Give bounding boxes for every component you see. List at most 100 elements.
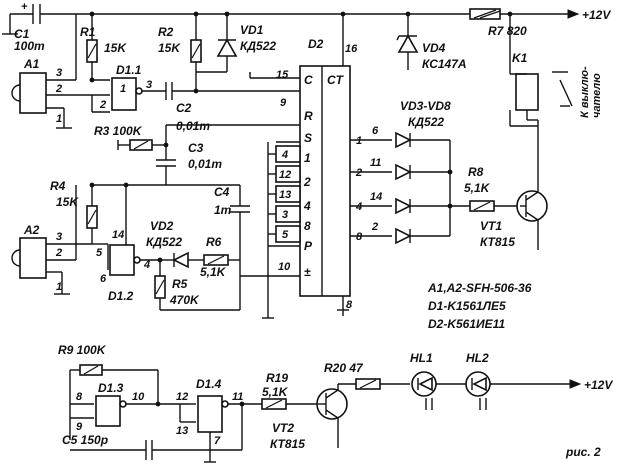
figure-label: рис. 2 xyxy=(565,445,601,459)
svg-text:1: 1 xyxy=(356,135,362,147)
svg-text:4: 4 xyxy=(355,201,362,213)
svg-text:R: R xyxy=(304,109,313,123)
svg-text:13: 13 xyxy=(279,189,291,201)
svg-text:9: 9 xyxy=(280,97,287,109)
r9-ref: R9 100K xyxy=(58,343,107,357)
svg-text:2: 2 xyxy=(303,175,311,189)
part-list-line-1: A1,A2-SFH-506-36 xyxy=(427,281,532,295)
c5-capacitor xyxy=(70,440,242,460)
r4-value: 15K xyxy=(56,195,79,209)
r7-resistor xyxy=(469,8,501,20)
part-list-line-2: D1-K1561ЛЕ5 xyxy=(428,299,506,313)
r8-ref: R8 xyxy=(468,165,484,179)
svg-text:1: 1 xyxy=(56,281,62,293)
r3-resistor xyxy=(117,124,300,160)
c5-ref: C5 150p xyxy=(62,433,108,447)
c1-ref: C1 xyxy=(14,27,30,41)
svg-text:P: P xyxy=(304,239,313,253)
r19-resistor xyxy=(261,398,318,410)
svg-text:+: + xyxy=(21,1,28,13)
svg-text:C: C xyxy=(304,73,313,87)
vd2-diode xyxy=(140,251,204,269)
c2-capacitor xyxy=(142,14,300,100)
c1-capacitor: + xyxy=(2,1,41,35)
svg-text:2: 2 xyxy=(55,247,62,259)
d1-1-ref: D1.1 xyxy=(116,63,142,77)
vd2-value: КД522 xyxy=(146,235,182,249)
svg-text:8: 8 xyxy=(346,299,353,311)
svg-text:10: 10 xyxy=(132,391,145,403)
vd1-value: КД522 xyxy=(240,39,276,53)
vt2-value: КТ815 xyxy=(270,437,305,451)
svg-text:12: 12 xyxy=(279,169,291,181)
c2-value: 0,01m xyxy=(176,119,210,133)
vd4-value: КС147А xyxy=(422,57,467,71)
d2-counter-chip xyxy=(299,14,351,310)
r1-resistor xyxy=(86,39,98,63)
r1-ref: R1 xyxy=(80,25,96,39)
vd3-8-value: КД522 xyxy=(408,115,444,129)
vt1-value: КТ815 xyxy=(480,235,515,249)
hl1-led xyxy=(411,371,466,410)
svg-text:3: 3 xyxy=(282,209,288,221)
svg-text:12: 12 xyxy=(176,391,188,403)
k1-relay xyxy=(509,14,573,127)
r6-resistor xyxy=(203,254,240,266)
svg-text:8: 8 xyxy=(356,231,363,243)
d1-1-gate xyxy=(111,77,143,111)
svg-text:4: 4 xyxy=(143,259,150,271)
r4-resistor xyxy=(86,182,241,244)
hl1-ref: HL1 xyxy=(410,351,433,365)
svg-text:5: 5 xyxy=(96,247,103,259)
vd2-ref: VD2 xyxy=(150,219,174,233)
svg-text:2: 2 xyxy=(99,99,106,111)
vt1-transistor xyxy=(516,120,548,250)
svg-text:1: 1 xyxy=(304,151,311,165)
svg-text:2: 2 xyxy=(371,221,378,233)
svg-text:CT: CT xyxy=(327,73,345,87)
hl2-led xyxy=(465,371,582,410)
svg-text:2: 2 xyxy=(55,83,62,95)
c4-capacitor xyxy=(230,205,250,276)
supply-label-bottom: +12V xyxy=(584,378,613,392)
d1-3-gate xyxy=(70,395,190,427)
c4-value: 1m xyxy=(214,203,232,217)
vd1-diode xyxy=(196,14,238,73)
svg-text:7: 7 xyxy=(214,435,221,447)
vd4-zener xyxy=(396,14,419,70)
a2-ir-receiver xyxy=(11,185,92,295)
svg-text:4: 4 xyxy=(281,149,288,161)
svg-text:5: 5 xyxy=(282,229,289,241)
vd3-8-ref: VD3-VD8 xyxy=(400,99,451,113)
svg-text:14: 14 xyxy=(112,229,124,241)
k1-ref: K1 xyxy=(512,51,528,65)
r5-ref: R5 xyxy=(172,277,188,291)
svg-text:11: 11 xyxy=(370,157,381,169)
svg-text:S: S xyxy=(304,131,312,145)
r19-value: 5,1K xyxy=(262,385,289,399)
r2-resistor xyxy=(190,39,202,63)
svg-text:3: 3 xyxy=(146,79,152,91)
a1-ref: A1 xyxy=(23,57,40,71)
d1-2-gate xyxy=(92,185,141,276)
svg-text:14: 14 xyxy=(370,191,382,203)
d1-4-ref: D1.4 xyxy=(196,377,222,391)
svg-text:16: 16 xyxy=(345,43,358,55)
r6-ref: R6 xyxy=(206,235,222,249)
d1-3-ref: D1.3 xyxy=(98,381,124,395)
r9-resistor xyxy=(69,364,159,440)
svg-text:10: 10 xyxy=(278,261,291,273)
svg-text:2: 2 xyxy=(355,167,362,179)
svg-text:3: 3 xyxy=(56,67,62,79)
r5-resistor xyxy=(154,260,241,311)
d1-2-ref: D1.2 xyxy=(108,289,134,303)
svg-text:15: 15 xyxy=(276,69,289,81)
d2-output-diodes xyxy=(350,131,470,245)
r2-ref: R2 xyxy=(158,25,174,39)
vt2-transistor xyxy=(316,383,356,448)
c3-ref: C3 xyxy=(188,141,204,155)
d2-ref: D2 xyxy=(308,37,324,51)
svg-text:6: 6 xyxy=(372,125,379,137)
svg-text:±: ± xyxy=(304,265,311,279)
